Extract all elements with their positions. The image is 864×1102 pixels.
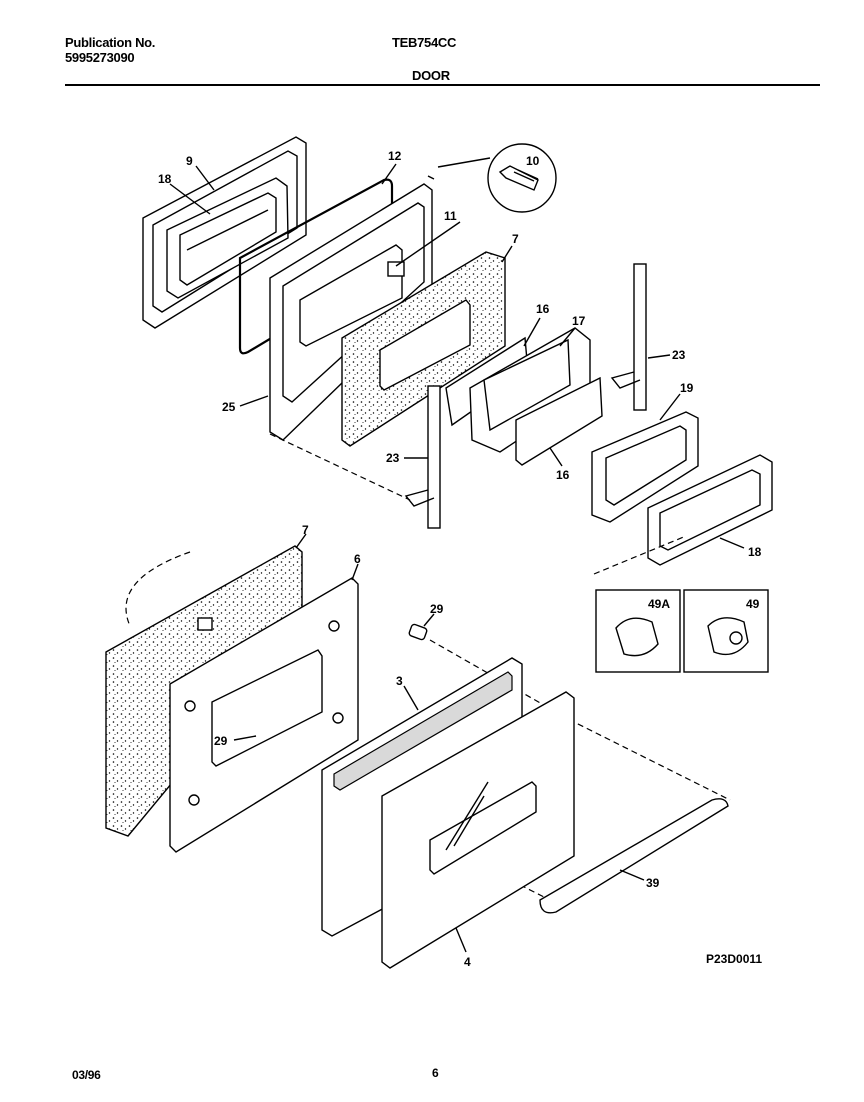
callout-11: 11 xyxy=(444,209,457,223)
callout-10: 10 xyxy=(526,154,540,168)
figure-code: P23D0011 xyxy=(706,952,762,966)
callout-23-right: 23 xyxy=(672,348,686,362)
publication-number: 5995273090 xyxy=(65,50,135,65)
part-49-knob-box xyxy=(683,589,769,673)
part-39-handle xyxy=(539,798,729,914)
callout-18-lower: 18 xyxy=(748,545,762,559)
assembly-line-2 xyxy=(593,535,687,575)
part-7-insulation-upper xyxy=(341,251,506,447)
page-number: 6 xyxy=(432,1066,439,1080)
part-29-bumper xyxy=(408,623,428,641)
part-23-hinge-left xyxy=(404,385,441,529)
part-49a-knob-box xyxy=(595,589,681,673)
callout-23-left: 23 xyxy=(386,451,400,465)
callout-7-upper: 7 xyxy=(512,232,519,246)
assembly-line-1 xyxy=(269,433,411,501)
model-number: TEB754CC xyxy=(392,35,457,50)
part-16-17-window-pack xyxy=(445,327,603,466)
callout-39: 39 xyxy=(646,876,660,890)
callout-12: 12 xyxy=(388,149,402,163)
part-10-screw-detail xyxy=(427,143,557,213)
callout-29-lower: 29 xyxy=(214,734,228,748)
leader-lines xyxy=(169,163,745,953)
callout-16-upper: 16 xyxy=(536,302,550,316)
footer-date: 03/96 xyxy=(72,1068,101,1082)
part-6-inner-panel xyxy=(169,577,359,853)
callout-18-upper: 18 xyxy=(158,172,172,186)
callout-25: 25 xyxy=(222,400,236,414)
header-rule xyxy=(65,84,820,86)
part-19-bracket xyxy=(591,411,699,523)
callout-9: 9 xyxy=(186,154,193,168)
assembly-line-3 xyxy=(125,551,191,627)
section-title: DOOR xyxy=(412,68,450,83)
part-18-window-frame-upper xyxy=(166,177,289,299)
callout-6: 6 xyxy=(354,552,361,566)
callout-49a: 49A xyxy=(648,597,670,611)
part-4-outer-glass xyxy=(381,691,575,969)
callout-3: 3 xyxy=(396,674,403,688)
callout-17: 17 xyxy=(572,314,586,328)
callout-29-upper: 29 xyxy=(430,602,444,616)
publication-label: Publication No. xyxy=(65,35,156,50)
callout-4: 4 xyxy=(464,955,471,969)
callout-16-lower: 16 xyxy=(556,468,570,482)
part-25-door-liner xyxy=(269,183,433,441)
callout-7-lower: 7 xyxy=(302,523,309,537)
part-23-hinge-right xyxy=(610,263,647,411)
callout-19: 19 xyxy=(680,381,694,395)
part-11-clip xyxy=(387,261,405,277)
callout-49: 49 xyxy=(746,597,760,611)
part-18-window-frame-lower xyxy=(647,454,773,566)
